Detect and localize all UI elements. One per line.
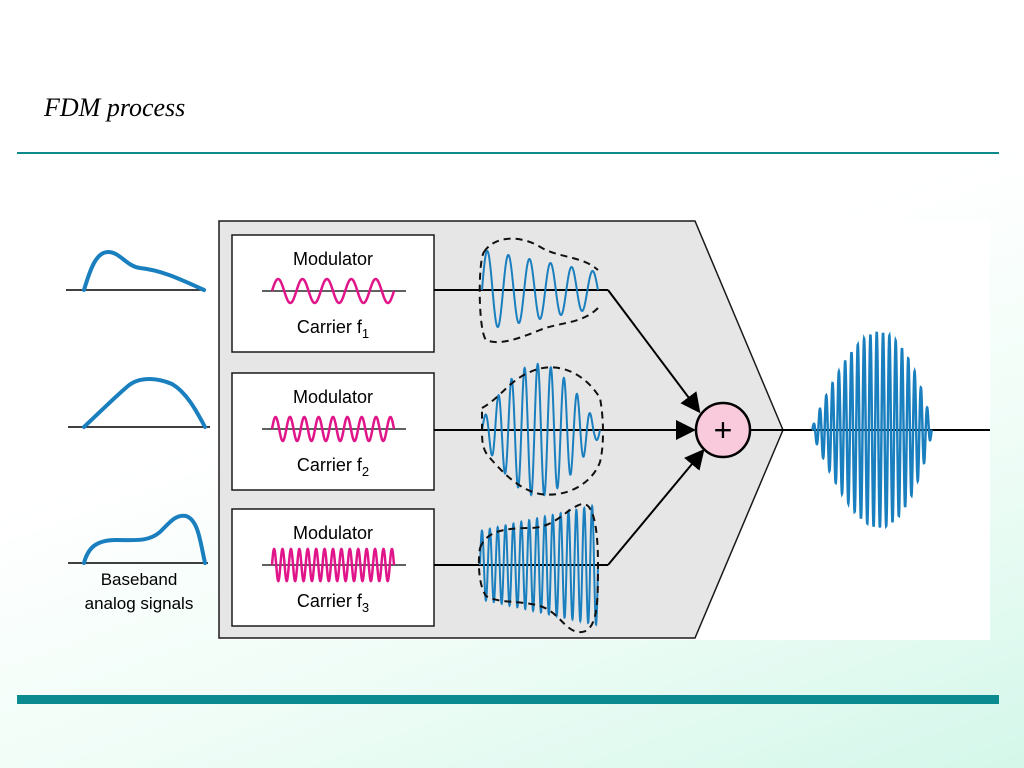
baseband-label-line2: analog signals	[85, 594, 194, 613]
carrier-sub-3: 3	[362, 600, 369, 615]
bottom-divider	[17, 695, 999, 704]
modulated-signal-3	[477, 503, 600, 634]
modulator-label-2: Modulator	[293, 387, 373, 407]
slide-title: FDM process	[44, 93, 186, 122]
carrier-label-1: Carrier f	[297, 317, 363, 337]
modulator-box-1: Modulator Carrier f1	[231, 234, 435, 353]
carrier-sub-1: 1	[362, 326, 369, 341]
baseband-signal-1	[66, 249, 206, 292]
carrier-label-3: Carrier f	[297, 591, 363, 611]
baseband-label-line1: Baseband	[101, 570, 178, 589]
carrier-label-2: Carrier f	[297, 455, 363, 475]
baseband-signal-2	[68, 377, 210, 429]
modulator-box-3: Modulator Carrier f3	[231, 508, 435, 627]
modulator-label-3: Modulator	[293, 523, 373, 543]
modulated-signal-1	[478, 237, 599, 344]
carrier-wave-1	[270, 277, 396, 305]
modulated-signal-2	[481, 362, 604, 497]
svg-text:Carrier f2: Carrier f2	[297, 455, 369, 479]
modulator-label-1: Modulator	[293, 249, 373, 269]
adder-symbol: +	[714, 412, 733, 448]
carrier-wave-3	[270, 547, 396, 583]
carrier-wave-2	[270, 415, 396, 443]
carrier-sub-2: 2	[362, 464, 369, 479]
baseband-signal-3	[68, 513, 208, 565]
svg-text:Carrier f1: Carrier f1	[297, 317, 369, 341]
adder-node: +	[694, 401, 752, 459]
arrow-channel-1	[607, 289, 701, 414]
arrow-channel-3	[607, 448, 705, 566]
svg-text:Carrier f3: Carrier f3	[297, 591, 369, 615]
modulator-box-2: Modulator Carrier f2	[231, 372, 435, 491]
top-divider	[17, 152, 999, 154]
composite-signal	[811, 331, 934, 530]
